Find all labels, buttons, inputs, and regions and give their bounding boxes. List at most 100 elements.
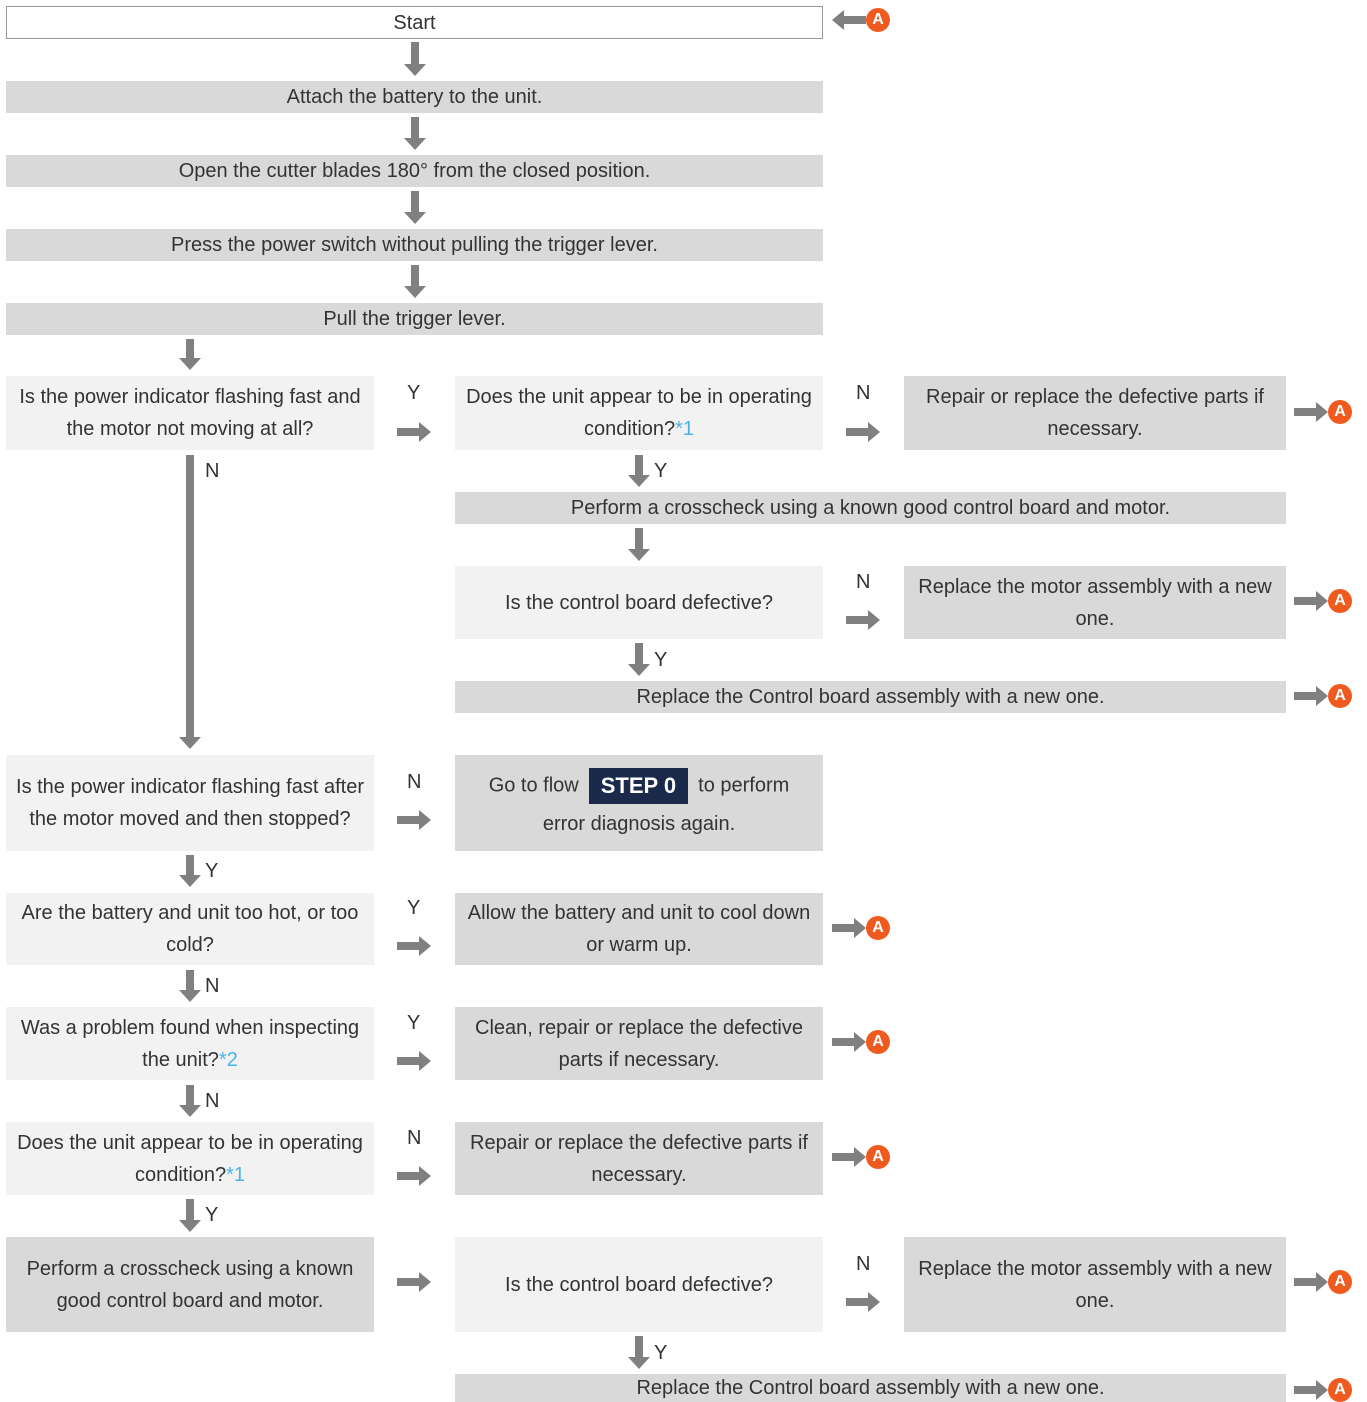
right-arrow-icon (846, 610, 880, 630)
question-board-defective-2: Is the control board defective? (455, 1237, 823, 1332)
right-arrow-icon (1294, 591, 1328, 611)
repair-parts-1: Repair or replace the defective parts if… (904, 376, 1286, 450)
label-no: N (205, 975, 220, 997)
question-flashing-after-text: Is the power indicator flashing fast aft… (16, 776, 364, 830)
cool-down-box: Allow the battery and unit to cool down … (455, 893, 823, 965)
replace-motor-1-text: Replace the motor assembly with a new on… (918, 575, 1272, 630)
right-arrow-icon (397, 1051, 431, 1071)
down-arrow-icon (628, 528, 650, 561)
replace-motor-2-text: Replace the motor assembly with a new on… (918, 1257, 1272, 1312)
connector-a-icon[interactable]: A (1328, 1270, 1352, 1294)
start-label: Start (393, 11, 436, 34)
question-operating-1: Does the unit appear to be in operating … (455, 376, 823, 450)
label-yes: Y (407, 897, 421, 919)
step-open-blades: Open the cutter blades 180° from the clo… (6, 155, 823, 187)
label-no: N (407, 1127, 422, 1149)
step-0-link[interactable]: STEP 0 (588, 768, 689, 804)
connector-a-icon[interactable]: A (1328, 589, 1352, 613)
label-no: N (205, 1090, 220, 1112)
label-no: N (407, 771, 422, 793)
label-yes: Y (654, 460, 668, 482)
label-yes: Y (407, 382, 421, 404)
label-yes: Y (654, 649, 668, 671)
down-arrow-icon (179, 970, 201, 1002)
label-yes: Y (407, 1012, 421, 1034)
down-arrow-icon (628, 455, 650, 487)
footnote-1-ref: *1 (226, 1163, 246, 1186)
right-arrow-icon (846, 1292, 880, 1312)
question-flashing-fast-text: Is the power indicator flashing fast and… (19, 386, 361, 440)
right-arrow-icon (846, 422, 880, 442)
down-arrow-icon (179, 1199, 201, 1232)
repair-parts-2-text: Repair or replace the defective parts if… (470, 1131, 808, 1186)
label-yes: Y (205, 860, 219, 882)
down-arrow-icon (179, 339, 201, 370)
label-no: N (856, 571, 871, 593)
connector-a-icon[interactable]: A (866, 8, 890, 32)
right-arrow-icon (1294, 402, 1328, 422)
down-arrow-icon (404, 265, 426, 298)
right-arrow-icon (832, 918, 866, 938)
connector-a-icon[interactable]: A (1328, 400, 1352, 424)
step-press-power-text: Press the power switch without pulling t… (171, 234, 658, 256)
go-to-flow-suffix: to perform (698, 774, 790, 797)
down-arrow-icon (628, 1336, 650, 1369)
start-box: Start (6, 6, 823, 39)
label-yes: Y (205, 1204, 219, 1226)
question-problem-found-label: Was a problem found when inspecting the … (20, 1016, 360, 1071)
down-arrow-icon (404, 191, 426, 224)
down-arrow-icon (179, 455, 201, 749)
question-board-defective-1-text: Is the control board defective? (505, 591, 773, 614)
question-board-defective-1: Is the control board defective? (455, 566, 823, 639)
question-operating-2-label: Does the unit appear to be in operating … (17, 1131, 363, 1186)
right-arrow-icon (1294, 1272, 1328, 1292)
down-arrow-icon (179, 855, 201, 887)
label-no: N (856, 1253, 871, 1275)
question-flashing-after: Is the power indicator flashing fast aft… (6, 755, 374, 851)
question-flashing-fast: Is the power indicator flashing fast and… (6, 376, 374, 450)
question-problem-found-text: Was a problem found when inspecting the … (14, 1012, 366, 1076)
question-temperature: Are the battery and unit too hot, or too… (6, 893, 374, 965)
cool-down-text: Allow the battery and unit to cool down … (467, 902, 811, 956)
step-open-blades-text: Open the cutter blades 180° from the clo… (178, 160, 651, 182)
right-arrow-icon (397, 1166, 431, 1186)
go-to-flow-line2: error diagnosis again. (542, 813, 736, 835)
connector-a-icon[interactable]: A (866, 1145, 890, 1169)
crosscheck-2-text: Perform a crosscheck using a known good … (26, 1257, 354, 1312)
replace-motor-2: Replace the motor assembly with a new on… (904, 1237, 1286, 1332)
connector-a-icon[interactable]: A (866, 916, 890, 940)
right-arrow-icon (397, 422, 431, 442)
replace-motor-1: Replace the motor assembly with a new on… (904, 566, 1286, 639)
right-arrow-icon (1294, 1380, 1328, 1400)
clean-repair-text: Clean, repair or replace the defective p… (475, 1016, 803, 1071)
label-no: N (205, 460, 220, 482)
down-arrow-icon (179, 1085, 201, 1117)
replace-board-1: Replace the Control board assembly with … (455, 681, 1286, 713)
clean-repair-box: Clean, repair or replace the defective p… (455, 1007, 823, 1080)
question-operating-1-label: Does the unit appear to be in operating … (466, 386, 812, 440)
down-arrow-icon (404, 42, 426, 76)
step-attach-battery-text: Attach the battery to the unit. (286, 86, 543, 108)
repair-parts-1-text: Repair or replace the defective parts if… (926, 386, 1264, 440)
footnote-1: *1 (675, 418, 695, 440)
step-attach-battery: Attach the battery to the unit. (6, 81, 823, 113)
right-arrow-icon (832, 1032, 866, 1052)
right-arrow-icon (832, 1147, 866, 1167)
right-arrow-icon (1294, 686, 1328, 706)
connector-a-icon[interactable]: A (1328, 684, 1352, 708)
footnote-2: *2 (218, 1048, 238, 1071)
step-pull-trigger: Pull the trigger lever. (6, 303, 823, 335)
connector-a-icon[interactable]: A (1328, 1378, 1352, 1402)
label-yes: Y (654, 1342, 668, 1364)
left-arrow-icon (832, 10, 866, 30)
right-arrow-icon (397, 1272, 431, 1292)
step-pull-trigger-text: Pull the trigger lever. (323, 308, 506, 330)
down-arrow-icon (628, 643, 650, 676)
connector-a-icon[interactable]: A (866, 1030, 890, 1054)
right-arrow-icon (397, 810, 431, 830)
question-operating-2: Does the unit appear to be in operating … (6, 1122, 374, 1195)
replace-board-2-text: Replace the Control board assembly with … (636, 1377, 1105, 1399)
crosscheck-2: Perform a crosscheck using a known good … (6, 1237, 374, 1332)
